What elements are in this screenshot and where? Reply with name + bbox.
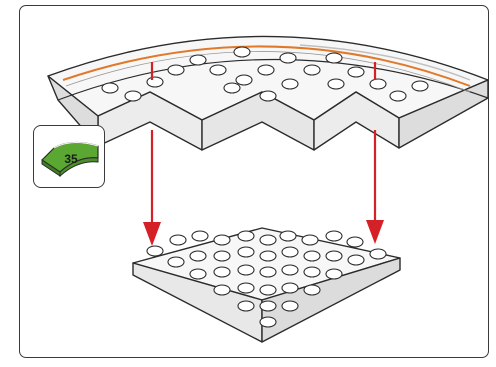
square-wedge-plate: [132, 227, 401, 343]
alignment-arrow-right: [366, 62, 384, 244]
alignment-arrow-left: [143, 62, 161, 246]
part-count-label: 35: [64, 152, 78, 166]
curved-wedge-plate: [47, 35, 489, 151]
curved-wedge-part-icon: [41, 141, 99, 178]
part-callout: 35: [33, 125, 105, 188]
